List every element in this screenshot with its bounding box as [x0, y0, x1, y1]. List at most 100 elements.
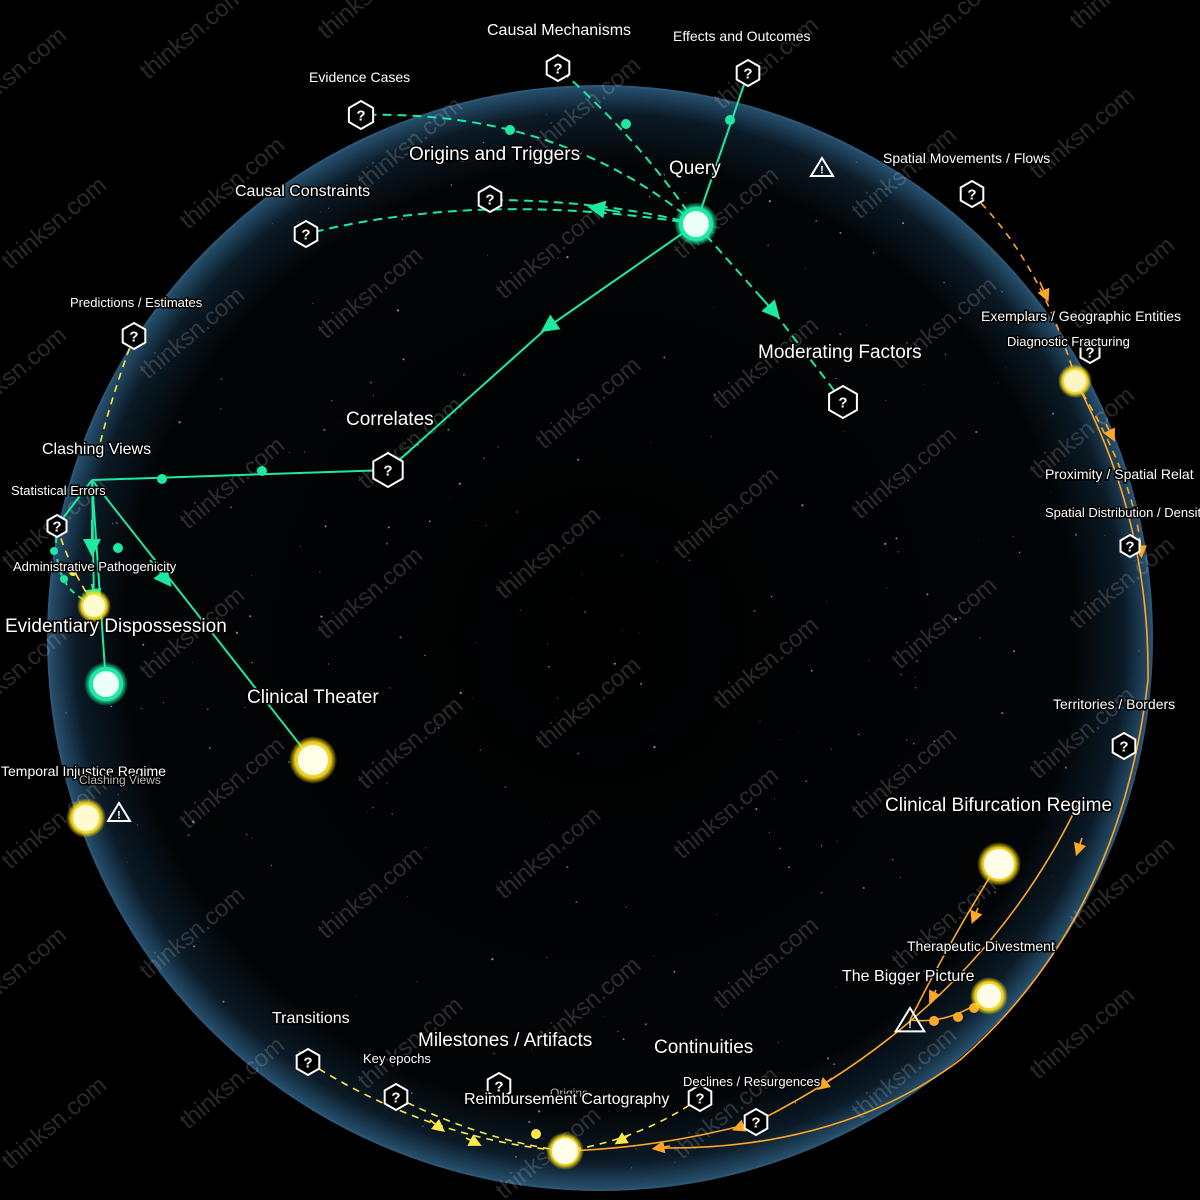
- star: [1013, 650, 1015, 653]
- star: [653, 955, 655, 957]
- question-mark-glyph: ?: [1119, 739, 1128, 756]
- star: [115, 522, 118, 525]
- question-hexagon-icon: [46, 513, 68, 539]
- star: [975, 430, 978, 434]
- star: [371, 806, 374, 809]
- star: [479, 749, 482, 751]
- question-node-continuities[interactable]: ?: [687, 1083, 713, 1113]
- star: [424, 654, 426, 657]
- question-node-correlates[interactable]: ?: [372, 451, 404, 489]
- star: [401, 446, 404, 448]
- question-node-spatial-distribution[interactable]: ?: [1119, 533, 1141, 559]
- star: [566, 866, 569, 869]
- question-node-declines[interactable]: ?: [743, 1107, 769, 1137]
- question-node-origins-triggers[interactable]: ?: [477, 184, 503, 214]
- star: [979, 637, 982, 640]
- warning-node-temporal-injustice[interactable]: !: [106, 801, 132, 822]
- star: [805, 268, 806, 270]
- star: [941, 980, 945, 983]
- question-node-predictions[interactable]: ?: [121, 321, 147, 351]
- question-node-territories[interactable]: ?: [1111, 731, 1137, 761]
- label-spatial-distribution: Spatial Distribution / Densit: [1045, 505, 1200, 520]
- star: [575, 901, 578, 904]
- star: [820, 845, 823, 847]
- edge-clashing-clinical: [91, 479, 313, 761]
- star: [858, 733, 860, 736]
- star: [407, 896, 409, 898]
- question-node-causal-mechanisms[interactable]: ?: [545, 53, 571, 83]
- star: [774, 798, 776, 800]
- star: [117, 794, 120, 796]
- star: [312, 303, 313, 305]
- star: [621, 630, 623, 632]
- question-node-moderating-factors[interactable]: ?: [828, 384, 858, 420]
- question-node-statistical-errors[interactable]: ?: [46, 513, 68, 539]
- star: [651, 729, 652, 731]
- question-mark-glyph: ?: [301, 227, 310, 244]
- warning-node-layer: !!!: [106, 156, 927, 1033]
- star: [391, 813, 393, 815]
- star: [244, 706, 246, 709]
- watermark-text: thinksn.com: [0, 922, 72, 1025]
- star: [716, 914, 718, 916]
- label-query: Query: [669, 158, 721, 179]
- question-node-milestones[interactable]: ?: [486, 1071, 512, 1101]
- star: [755, 808, 758, 811]
- question-node-evidence-cases[interactable]: ?: [347, 99, 375, 131]
- star: [621, 554, 623, 557]
- star: [576, 420, 577, 422]
- watermark-text: thinksn.com: [887, 0, 1002, 75]
- star: [449, 1161, 451, 1162]
- star: [805, 780, 808, 783]
- star: [447, 428, 450, 431]
- label-evidentiary-dispossession: Evidentiary Dispossession: [5, 616, 227, 637]
- star: [767, 244, 770, 247]
- question-hexagon-icon: [347, 99, 375, 131]
- star: [249, 615, 252, 618]
- label-bigger-picture: The Bigger Picture: [842, 968, 975, 985]
- star: [458, 482, 461, 485]
- edge-query-mechanisms: [557, 67, 697, 225]
- label-origins-triggers: Origins and Triggers: [409, 144, 580, 165]
- sphere-background: [47, 85, 1153, 1191]
- edge-query-evidence: [361, 113, 697, 225]
- star: [298, 1050, 301, 1053]
- star: [728, 202, 730, 204]
- star: [650, 442, 652, 444]
- question-node-effects-outcomes[interactable]: ?: [735, 58, 761, 88]
- star: [608, 1110, 610, 1112]
- edge-query-correlates-tail: [387, 326, 549, 471]
- star: [112, 523, 114, 525]
- star: [385, 542, 388, 545]
- question-node-key-epochs[interactable]: ?: [383, 1082, 409, 1112]
- star: [830, 748, 832, 750]
- star: [1001, 291, 1003, 293]
- star: [386, 782, 388, 784]
- star: [482, 141, 485, 144]
- label-clinical-theater: Clinical Theater: [247, 687, 379, 708]
- star: [906, 739, 908, 741]
- star: [993, 891, 996, 894]
- star: [401, 218, 404, 221]
- watermark-text: thinksn.com: [0, 172, 112, 275]
- star: [319, 571, 321, 573]
- star: [220, 378, 223, 380]
- question-node-causal-constraints[interactable]: ?: [293, 219, 319, 249]
- star: [658, 1042, 661, 1045]
- star: [933, 740, 936, 743]
- question-node-exemplars-geo[interactable]: ?: [1079, 339, 1101, 365]
- question-mark-glyph: ?: [356, 108, 365, 125]
- star: [421, 1125, 424, 1127]
- question-hexagon-icon: [743, 1107, 769, 1137]
- star: [777, 1041, 779, 1043]
- warning-node-bigger-picture[interactable]: !: [893, 1006, 927, 1033]
- star: [656, 559, 657, 561]
- star: [591, 1012, 592, 1014]
- question-node-transitions[interactable]: ?: [295, 1047, 321, 1077]
- label-reimbursement: Reimbursement Cartography: [464, 1091, 669, 1108]
- warning-node-spatial-area[interactable]: !: [809, 156, 835, 177]
- question-hexagon-icon: [121, 321, 147, 351]
- question-node-spatial-movements[interactable]: ?: [959, 179, 985, 209]
- star: [907, 983, 910, 985]
